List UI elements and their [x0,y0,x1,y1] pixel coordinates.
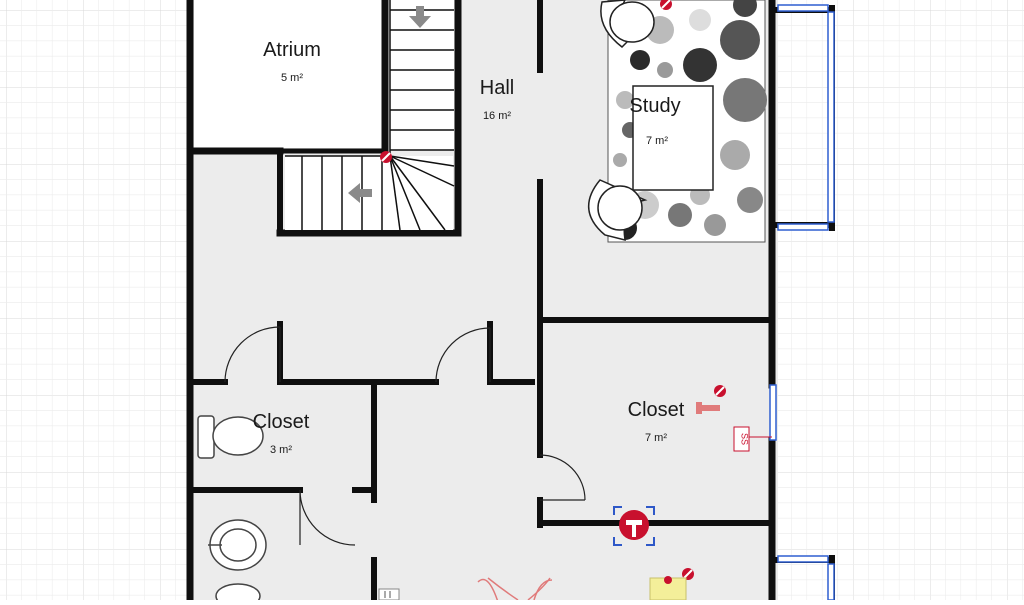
study-name: Study [629,95,680,117]
plug-icon[interactable]: SS [733,426,772,452]
atrium-room[interactable] [194,0,384,148]
room-labels: Atrium 5 m² Hall 16 m² Study 7 m² Closet… [253,39,685,456]
toilet-icon[interactable] [197,415,264,459]
arrow-left-icon [348,6,431,203]
hall-area: 16 m² [483,110,511,122]
doors[interactable] [224,326,586,546]
atrium-name: Atrium [263,39,321,61]
closet-left-name: Closet [253,411,310,433]
sticky-note-icon[interactable] [649,576,687,601]
no-entry-icon[interactable] [380,0,726,580]
atrium-area: 5 m² [281,72,303,84]
switch-icon [378,588,400,601]
study-area: 7 m² [646,135,668,147]
closet-right-area: 7 m² [645,432,667,444]
closet-left-area: 3 m² [270,444,292,456]
selected-fixture[interactable] [613,506,655,546]
closet-right-name: Closet [628,399,685,421]
pin-icon[interactable] [696,402,720,414]
lamp-icon [477,577,553,603]
chair-icon[interactable] [587,0,655,241]
hall-name: Hall [480,77,514,99]
plug-label: SS [740,433,750,445]
